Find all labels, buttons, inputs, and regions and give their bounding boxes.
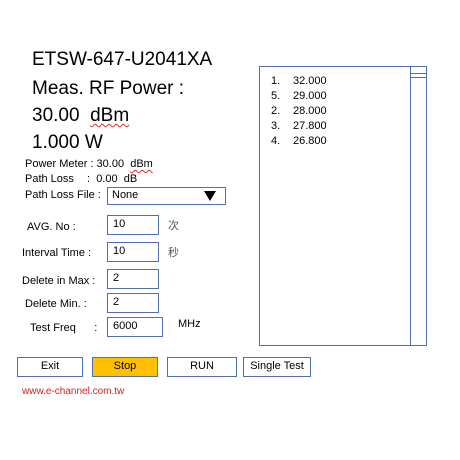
path-loss-unit: dB xyxy=(123,173,138,185)
test-freq-unit: MHz xyxy=(178,318,201,330)
avg-no-unit: 次 xyxy=(168,220,179,232)
power-dbm-readout: 30.00 dBm xyxy=(32,104,129,128)
measure-title: Meas. RF Power : xyxy=(32,78,185,99)
triangle-down-icon[interactable] xyxy=(204,191,216,201)
power-meter-sep: : xyxy=(90,158,94,170)
list-item[interactable]: 5. 29.000 xyxy=(271,89,327,104)
test-freq-label: Test Freq : xyxy=(30,321,97,335)
list-item-value: 26.800 xyxy=(293,135,327,147)
delete-max-input[interactable]: 2 xyxy=(107,269,159,289)
device-model: ETSW-647-U2041XA xyxy=(32,49,213,70)
power-meter-label: Power Meter xyxy=(25,158,88,170)
power-dbm-value: 30.00 xyxy=(32,105,80,126)
path-loss-file-text: Path Loss File xyxy=(25,189,95,201)
test-freq-input[interactable]: 6000 xyxy=(107,317,163,337)
power-watts-readout: 1.000 W xyxy=(32,132,103,153)
interval-time-input[interactable]: 10 xyxy=(107,242,159,262)
delete-min-input[interactable]: 2 xyxy=(107,293,159,313)
website-link[interactable]: www.e-channel.com.tw xyxy=(22,386,125,397)
list-item-index: 3. xyxy=(271,120,281,132)
list-item[interactable]: 1. 32.000 xyxy=(271,74,327,89)
list-item[interactable]: 3. 27.800 xyxy=(271,119,327,134)
path-loss-file-sep: : xyxy=(97,189,101,201)
interval-time-label: Interval Time : xyxy=(22,247,92,259)
power-meter-readout: Power Meter : 30.00 dBm xyxy=(25,158,153,171)
path-loss-file-value: None xyxy=(112,189,139,201)
list-item-index: 4. xyxy=(271,135,281,147)
delete-min-label: Delete Min. : xyxy=(25,298,87,310)
results-list[interactable]: 1. 32.000 5. 29.000 2. 28.000 3. 27.800 4. 26.800 xyxy=(259,66,427,346)
list-item[interactable]: 4. 26.800 xyxy=(271,134,327,149)
path-loss-file-select[interactable]: None xyxy=(107,187,226,205)
results-items: 1. 32.000 5. 29.000 2. 28.000 3. 27.800 4. 26.800 xyxy=(271,74,327,149)
list-item[interactable]: 2. 28.000 xyxy=(271,104,327,119)
avg-no-label: AVG. No : xyxy=(27,221,76,233)
list-item-value: 28.000 xyxy=(293,105,327,117)
power-meter-unit: dBm xyxy=(130,158,153,170)
list-item-index: 5. xyxy=(271,90,281,102)
avg-no-input[interactable]: 10 xyxy=(107,215,159,235)
path-loss-sep: : xyxy=(87,173,91,185)
list-item-value: 32.000 xyxy=(293,75,327,87)
path-loss-value: 0.00 xyxy=(96,173,118,185)
test-freq-sep: : xyxy=(94,322,98,334)
list-item-index: 2. xyxy=(271,105,281,117)
power-meter-value: 30.00 xyxy=(96,158,125,170)
path-loss-readout: Path Loss: 0.00 dB xyxy=(25,173,137,186)
test-freq-text: Test Freq xyxy=(30,322,76,334)
path-loss-file-label: Path Loss File : xyxy=(25,189,101,202)
interval-time-unit: 秒 xyxy=(168,247,179,259)
list-item-value: 27.800 xyxy=(293,120,327,132)
results-scrollbar[interactable] xyxy=(410,67,426,345)
delete-max-label: Delete in Max : xyxy=(22,275,96,287)
single-test-button[interactable]: Single Test xyxy=(243,357,311,377)
run-button[interactable]: RUN xyxy=(167,357,237,377)
power-dbm-unit: dBm xyxy=(90,105,130,126)
scrollbar-thumb[interactable] xyxy=(411,73,426,78)
list-item-value: 29.000 xyxy=(293,90,327,102)
stop-button[interactable]: Stop xyxy=(92,357,158,377)
path-loss-label: Path Loss xyxy=(25,173,74,185)
exit-button[interactable]: Exit xyxy=(17,357,83,377)
list-item-index: 1. xyxy=(271,75,281,87)
